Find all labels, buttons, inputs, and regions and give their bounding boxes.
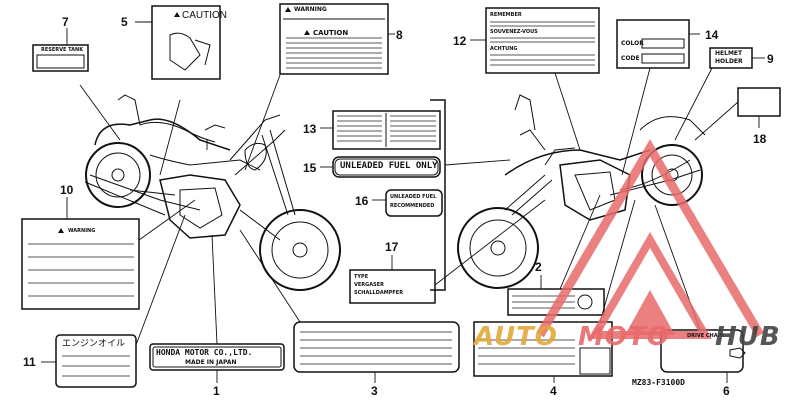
callout-2: 2 <box>535 260 542 274</box>
callout-3: 3 <box>371 384 378 398</box>
engine-oil-jp-text: エンジンオイル <box>62 339 126 349</box>
callout-16: 16 <box>355 194 369 208</box>
part-code-text: MZ83-F3100D <box>632 378 685 387</box>
watermark-auto: AUTO <box>474 322 558 352</box>
callout-17: 17 <box>385 240 399 254</box>
callout-11: 11 <box>23 355 36 369</box>
callout-6: 6 <box>723 384 730 398</box>
left-motorcycle <box>84 94 341 291</box>
code-text: CODE <box>621 55 640 62</box>
callout-18: 18 <box>753 132 767 146</box>
caution-text-small: CAUTION <box>313 29 349 37</box>
watermark-moto: MOTO <box>578 322 670 352</box>
color-text: COLOR <box>621 40 644 47</box>
schalldampfer-text: SCHALLDAMPFER <box>354 290 404 296</box>
callout-8: 8 <box>396 28 403 42</box>
right-motorcycle <box>457 94 706 289</box>
callout-1: 1 <box>213 384 220 398</box>
watermark-logo <box>536 139 764 339</box>
honda-motor-text: HONDA MOTOR CO.,LTD. <box>156 348 253 357</box>
drive-chain-text: DRIVE CHAIN <box>687 333 724 339</box>
holder-text: HOLDER <box>715 58 743 65</box>
made-in-japan-text: MADE IN JAPAN <box>185 359 237 366</box>
callout-15: 15 <box>303 161 317 175</box>
unleaded-fuel-only-text: UNLEADED FUEL ONLY <box>340 161 438 171</box>
warning-text-10: WARNING <box>68 228 96 234</box>
callout-7: 7 <box>62 15 69 29</box>
callout-9: 9 <box>767 52 774 66</box>
vergaser-text: VERGASER <box>354 282 384 288</box>
callout-14: 14 <box>705 28 719 42</box>
callout-4: 4 <box>550 384 557 398</box>
remember-text: REMEMBER <box>490 12 522 18</box>
souvenez-text: SOUVENEZ-VOUS <box>490 29 538 35</box>
type-text: TYPE <box>354 274 369 280</box>
watermark-hub: HUB <box>715 322 781 352</box>
helmet-text: HELMET <box>715 50 743 57</box>
warning-text-top: WARNING <box>294 6 327 13</box>
callout-5: 5 <box>121 15 128 29</box>
callout-12: 12 <box>453 34 467 48</box>
reserve-tank-text: RESERVE TANK <box>41 47 84 53</box>
unleaded-fuel-text: UNLEADED FUEL <box>390 194 437 200</box>
callout-13: 13 <box>303 122 317 136</box>
callout-10: 10 <box>60 183 74 197</box>
recommended-text: RECOMMENDED <box>390 203 435 209</box>
achtung-text: ACHTUNG <box>490 46 518 52</box>
caution-text: CAUTION <box>182 10 227 21</box>
